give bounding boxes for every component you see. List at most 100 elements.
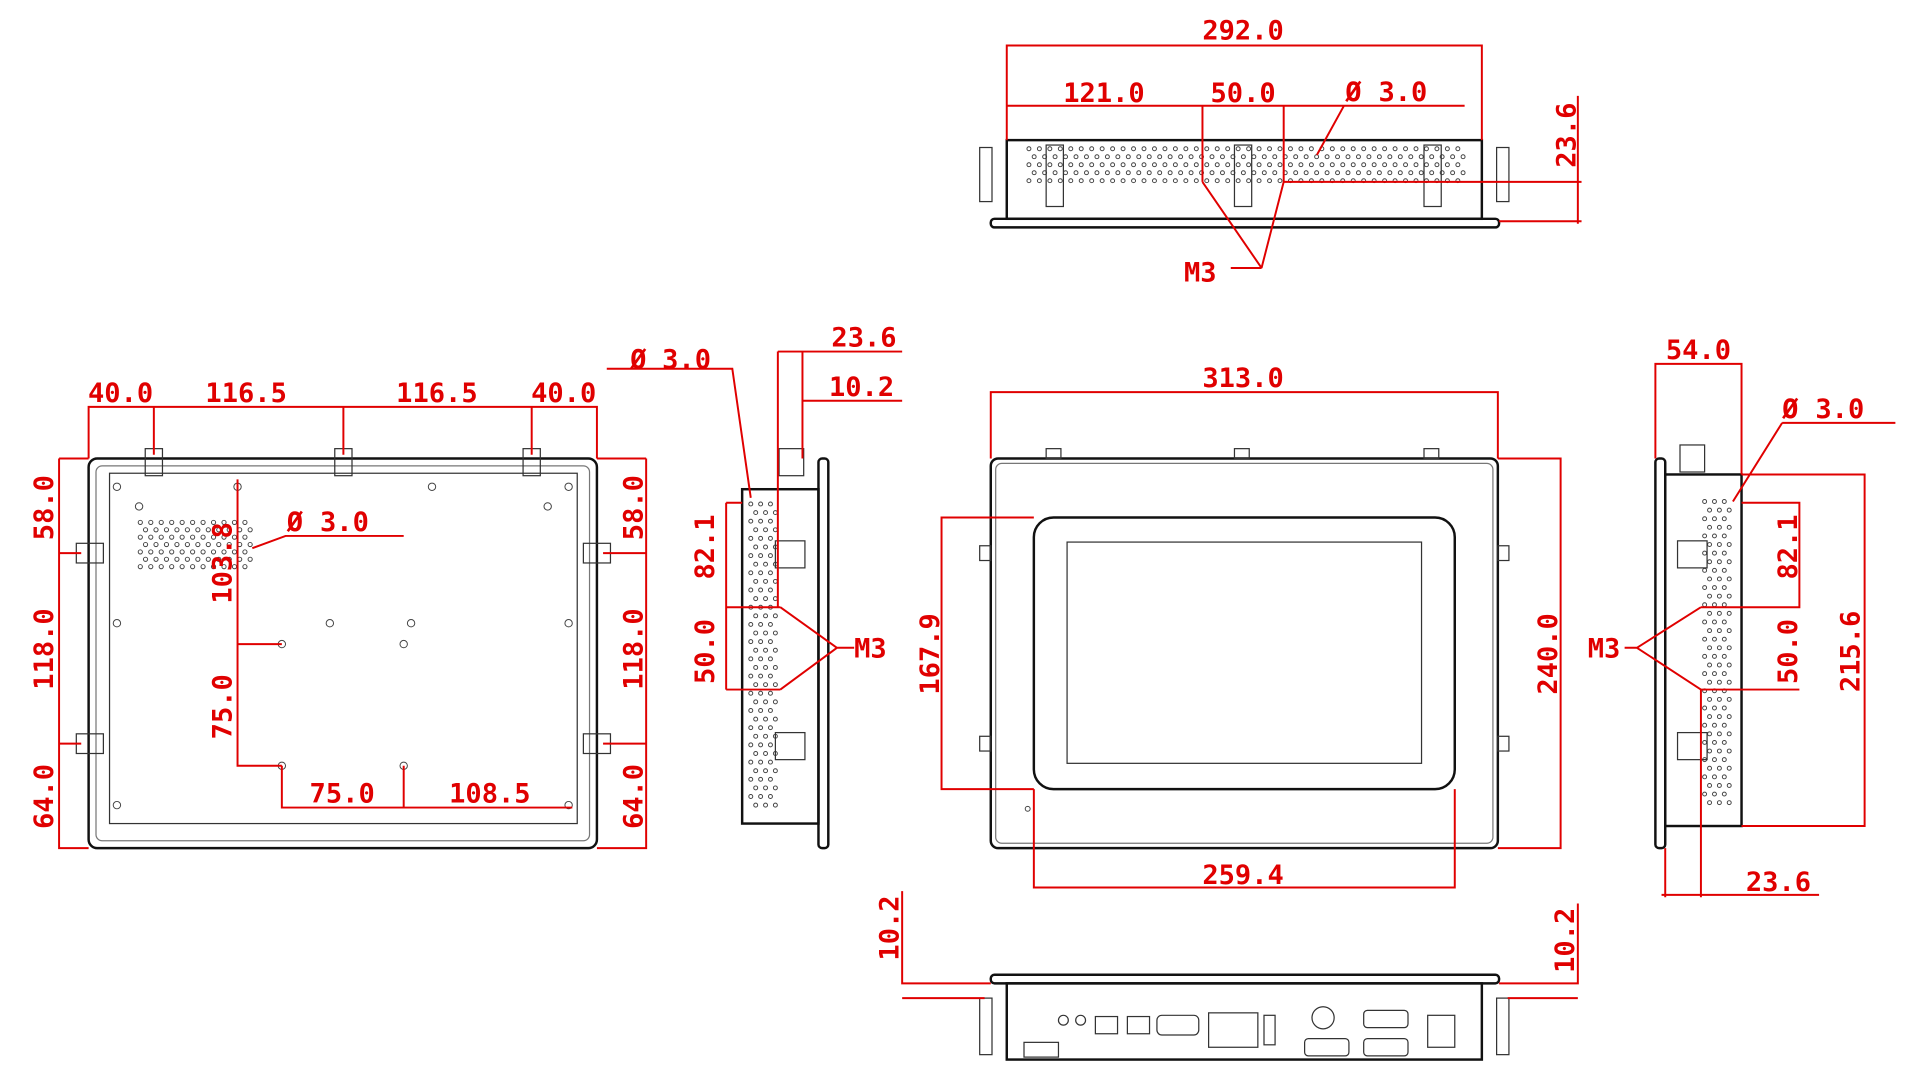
vent-hole [1702,567,1708,573]
vent-hole [753,647,759,653]
vent-hole [1214,178,1220,184]
vent-hole [247,541,253,548]
vent-hole [1094,170,1100,176]
vent-hole [1089,178,1095,184]
vent-hole [1110,146,1116,152]
vent-hole [1089,146,1095,152]
vent-hole [772,785,778,791]
vent-hole [1716,628,1722,634]
vent-hole [758,794,764,799]
screw-hole [112,482,122,491]
vent-hole [1392,146,1398,152]
vent-hole [226,527,232,533]
vent-hole [190,519,196,525]
vent-hole [1110,178,1116,184]
vent-hole [1188,170,1194,176]
vent-hole [1712,671,1717,677]
vent-hole [1413,146,1419,152]
vent-hole [1712,533,1717,539]
vent-hole [200,564,206,570]
vent-hole [748,535,754,541]
vent-hole [763,751,769,756]
vent-hole [1460,170,1466,176]
vent-hole [1319,162,1325,168]
vent-hole [772,664,778,670]
vent-hole [1152,178,1157,184]
vent-hole [753,699,759,705]
vent-hole [1094,154,1100,160]
vent-hole [1716,559,1722,565]
back-right-dim-2: 118.0 [618,608,649,689]
vent-hole [142,527,149,533]
vent-hole [1052,170,1058,176]
vent-hole [1084,154,1089,160]
vent-hole [1408,154,1414,160]
vent-hole [1183,146,1189,152]
vent-hole [1361,162,1367,168]
vent-hole [1424,146,1429,152]
vent-hole [1382,162,1388,168]
vesa-vertical-dim: 75.0 [207,674,238,739]
left-side-diameter-symbol: Ø [629,345,647,376]
vent-hole [1450,154,1456,160]
vent-hole [1099,178,1105,184]
vent-hole [772,768,778,774]
vent-hole [1335,154,1341,160]
vent-hole [763,578,769,584]
back-diameter-symbol: Ø [286,507,304,538]
vent-hole [1031,170,1037,176]
vent-hole [1707,542,1713,547]
left-side-depth-dim: 23.6 [831,323,896,354]
vent-hole [200,519,206,525]
vent-hole [1178,154,1184,160]
vent-hole [1193,146,1199,152]
vent-hole [1721,550,1727,556]
right-side-thread-label: M3 [1588,634,1621,665]
vent-hole [1726,765,1732,771]
back-right-dim-1: 58.0 [618,475,649,540]
vent-holes [748,501,778,808]
vent-hole [1716,593,1722,599]
back-left-dim-1: 58.0 [29,475,60,540]
vent-hole [772,716,778,722]
vent-hole [758,518,764,524]
vent-hole [1387,154,1393,160]
vent-hole [163,556,170,562]
vent-hole [242,519,248,525]
thumb-screw [979,146,1510,203]
left-side-panel-dim: 10.2 [829,372,894,403]
back-top-dim-2: 116.5 [205,378,286,409]
vent-hole [1026,178,1032,184]
vent-hole [153,556,159,562]
vent-hole [1716,542,1722,547]
vent-hole [1220,154,1225,160]
vent-hole [758,535,764,541]
vent-hole [1063,170,1069,176]
screw-hole [134,502,144,511]
right-side-diameter-symbol: Ø [1781,394,1799,425]
vent-hole [1716,696,1722,702]
vent-hole [174,556,180,562]
vent-hole [748,639,754,645]
vent-hole [1371,162,1377,168]
vent-hole [1293,170,1299,176]
vent-hole [205,541,211,548]
top-diameter-symbol: Ø [1344,77,1362,108]
right-side-hole-dim: 3.0 [1815,394,1864,425]
vent-hole [1707,765,1713,771]
vent-hole [753,596,759,602]
vent-hole [1712,739,1717,745]
vent-hole [1707,610,1713,616]
vent-hole [1726,576,1732,582]
vent-hole [1455,162,1461,168]
vent-hole [772,802,778,808]
vent-hole [158,564,164,570]
vent-hole [1345,170,1351,176]
vent-hole [1329,162,1335,168]
vent-hole [1726,782,1732,788]
vent-hole [1146,154,1152,160]
vent-hole [1716,679,1722,685]
mount-clip [1045,144,1442,208]
vent-hole [768,535,773,541]
vent-hole [221,549,227,555]
